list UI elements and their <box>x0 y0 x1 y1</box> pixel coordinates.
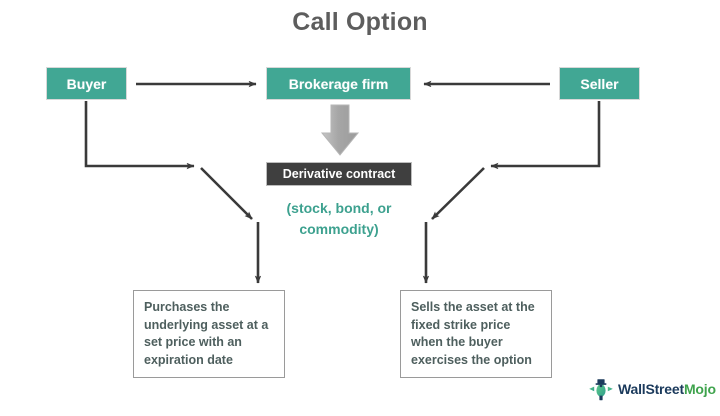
logo-wordmark: WallStreetMojo <box>618 381 716 397</box>
connector-brokerage-to-derivative <box>320 104 360 156</box>
node-buyer[interactable]: Buyer <box>47 68 126 99</box>
node-derivative-contract[interactable]: Derivative contract <box>266 162 412 186</box>
logo-text-mojo: Mojo <box>683 381 716 397</box>
derivative-contract-caption: (stock, bond, or commodity) <box>244 198 434 240</box>
connector-seller-to-outcome <box>422 101 601 284</box>
logo-text-wallstreet: WallStreet <box>618 381 684 397</box>
wallstreetmojo-logo[interactable]: WallStreetMojo <box>588 374 716 404</box>
node-seller-outcome: Sells the asset at the fixed strike pric… <box>400 290 552 378</box>
connector-buyer-to-outcome <box>84 101 262 284</box>
node-seller[interactable]: Seller <box>560 68 639 99</box>
derivative-caption-line-2: commodity) <box>299 221 379 237</box>
derivative-caption-line-1: (stock, bond, or <box>286 200 392 216</box>
node-buyer-outcome: Purchases the underlying asset at a set … <box>133 290 285 378</box>
page-title: Call Option <box>292 8 428 36</box>
wallstreetmojo-mark-icon <box>589 379 613 401</box>
node-brokerage-firm[interactable]: Brokerage firm <box>267 68 410 99</box>
